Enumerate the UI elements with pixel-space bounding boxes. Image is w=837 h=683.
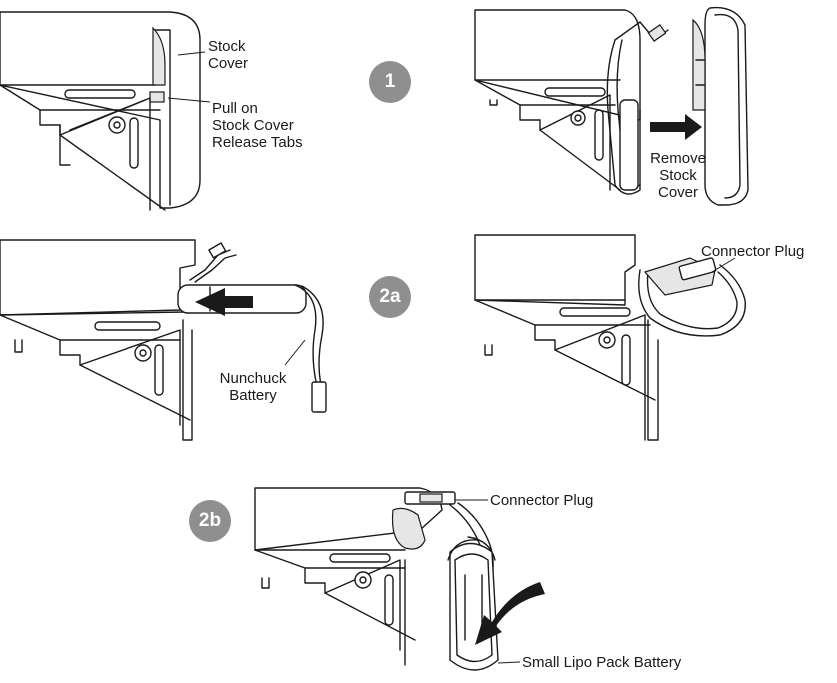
label-pull-release-tabs: Pull on Stock Cover Release Tabs <box>212 100 303 151</box>
stock-assembly-step2a-left <box>0 239 327 441</box>
label-line: Connector Plug <box>701 243 805 260</box>
stock-assembly-step1-right <box>474 6 749 206</box>
stock-assembly-step2b <box>254 487 545 671</box>
label-line: Stock Cover <box>212 117 294 134</box>
label-line: Stock <box>208 38 246 55</box>
label-small-lipo-battery: Small Lipo Pack Battery <box>522 654 681 671</box>
label-connector-plug-2b: Connector Plug <box>490 492 593 509</box>
label-nunchuck-battery: Nunchuck Battery <box>213 370 293 404</box>
label-line: Cover <box>208 55 249 72</box>
label-stock-cover: Stock Cover <box>208 38 248 72</box>
label-line: Stock <box>659 167 697 184</box>
label-line: Connector Plug <box>490 492 594 509</box>
label-remove-stock-cover: Remove Stock Cover <box>643 150 713 201</box>
label-line: Small Lipo Pack Battery <box>522 654 682 671</box>
step-badge-2a: 2a <box>369 276 411 318</box>
label-line: Pull on <box>212 100 258 117</box>
label-line: Release Tabs <box>212 134 303 151</box>
label-connector-plug-2a: Connector Plug <box>701 243 804 260</box>
stock-assembly-step2a-right <box>474 234 746 441</box>
step-badge-2b: 2b <box>189 500 231 542</box>
stock-assembly-step1-left <box>0 11 211 211</box>
step-badge-1: 1 <box>369 61 411 103</box>
label-line: Battery <box>229 387 277 404</box>
label-line: Cover <box>657 184 698 201</box>
label-line: Remove <box>650 150 706 167</box>
label-line: Nunchuck <box>219 370 287 387</box>
